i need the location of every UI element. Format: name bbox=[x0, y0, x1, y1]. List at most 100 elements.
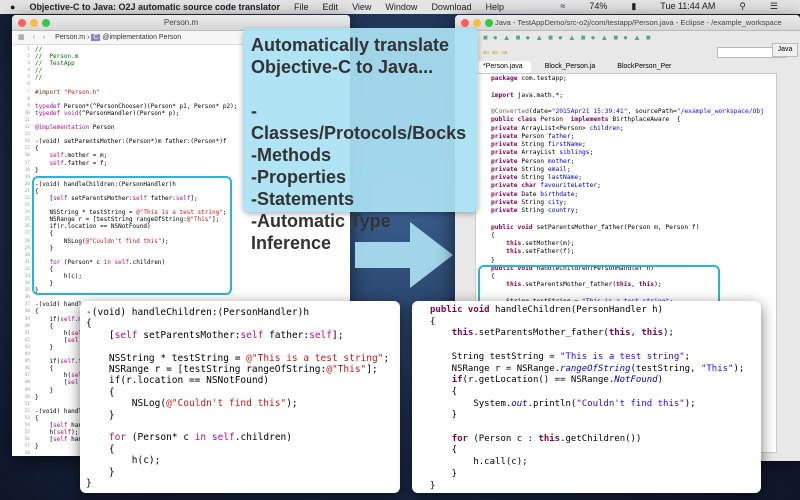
menu-file[interactable]: File bbox=[294, 2, 309, 12]
code-token: Person bbox=[517, 132, 548, 140]
code-line: { bbox=[35, 415, 237, 422]
code-token: handleChildren(PersonHandler h) bbox=[489, 305, 663, 315]
minimize-button[interactable] bbox=[473, 19, 481, 27]
notification-center-icon[interactable]: ☰ bbox=[769, 1, 778, 11]
zoom-button[interactable] bbox=[42, 19, 50, 27]
forward-icon[interactable]: › bbox=[42, 34, 46, 41]
code-token: ); bbox=[71, 429, 79, 437]
callout-line: -Methods bbox=[251, 145, 331, 165]
app-menu[interactable]: Objective-C to Java: O2J automatic sourc… bbox=[29, 2, 281, 12]
line-number-gutter: 1 2 3 4 5 6 7 8 9 10 11 12 13 14 15 16 1… bbox=[24, 47, 30, 456]
code-token: private bbox=[491, 149, 518, 157]
code-line: private String city; bbox=[491, 199, 764, 207]
code-line: h(sel bbox=[35, 372, 237, 379]
code-token: String bbox=[517, 165, 548, 173]
code-line bbox=[491, 100, 764, 108]
wifi-icon[interactable]: ≈ bbox=[560, 1, 566, 11]
zoom-button[interactable] bbox=[485, 19, 493, 27]
code-token: self bbox=[56, 429, 72, 437]
objc-source-editor[interactable]: //// Person.m// TestApp//// #import "Per… bbox=[35, 46, 237, 456]
code-token: [ bbox=[35, 421, 54, 429]
breadcrumb-class-icon: C bbox=[91, 34, 101, 41]
code-line: NSRange r = [testString rangeOfString:@"… bbox=[35, 216, 237, 223]
code-token: String bbox=[517, 174, 548, 181]
code-line: import java.math.*; bbox=[491, 92, 764, 100]
code-token: { bbox=[35, 308, 39, 316]
code-token: self bbox=[309, 329, 332, 341]
breadcrumb-symbol[interactable]: @implementation Person bbox=[102, 34, 182, 41]
code-token: "This is a test string" bbox=[560, 351, 685, 362]
code-line: { bbox=[35, 308, 237, 315]
code-token: @"This is a test string" bbox=[136, 209, 223, 217]
code-line: public void handleChildren(PersonHandler… bbox=[430, 305, 744, 317]
code-line: for (Person* c in self.children) bbox=[86, 432, 389, 443]
breadcrumb-file[interactable]: Person.m bbox=[55, 34, 86, 41]
grid-icon[interactable]: ▦ bbox=[18, 34, 25, 41]
code-token: ; bbox=[383, 352, 390, 364]
tab-person-java[interactable]: *Person.java bbox=[475, 61, 531, 73]
code-token: han bbox=[67, 436, 82, 444]
menu-window[interactable]: Window bbox=[385, 2, 418, 12]
close-button[interactable] bbox=[18, 19, 26, 27]
minimize-button[interactable] bbox=[30, 19, 38, 27]
code-token: h.call(c); bbox=[430, 457, 528, 468]
code-line: } bbox=[35, 443, 237, 450]
code-line: public class Person implements Birthplac… bbox=[491, 116, 764, 124]
code-token: mother bbox=[547, 157, 571, 165]
code-token: in bbox=[103, 258, 111, 266]
apple-menu-icon[interactable]: ● bbox=[10, 2, 16, 12]
code-token: ); bbox=[286, 398, 298, 410]
code-token: // TestApp bbox=[35, 60, 75, 68]
code-token: -(void) handleChildren:(PersonHandler)h bbox=[86, 307, 310, 318]
code-token: @"This is a test string" bbox=[246, 352, 384, 364]
code-token: .println( bbox=[527, 398, 577, 409]
window-title: Person.m bbox=[163, 18, 199, 27]
menu-help[interactable]: Help bbox=[485, 2, 504, 12]
tab-block-person[interactable]: Block_Person.ja bbox=[544, 63, 596, 70]
back-icon[interactable]: ‹ bbox=[32, 34, 35, 41]
code-line: } bbox=[86, 478, 389, 489]
code-token: , bbox=[631, 281, 639, 289]
menu-edit[interactable]: Edit bbox=[322, 2, 339, 12]
menu-download[interactable]: Download bbox=[431, 2, 472, 12]
code-token: ; bbox=[222, 209, 227, 217]
eclipse-toolbar[interactable]: ■●▲■●▲■●▲■●▲■●▲■ bbox=[483, 33, 656, 42]
clock[interactable]: Tue 11:44 AM bbox=[660, 1, 716, 11]
code-token bbox=[35, 160, 49, 167]
code-token: private bbox=[491, 141, 518, 148]
code-line: [sel bbox=[35, 379, 237, 386]
code-token: .children) bbox=[128, 258, 166, 266]
code-token: setParentsMother: bbox=[137, 329, 241, 341]
code-line: { bbox=[86, 444, 389, 455]
code-token: typedef bbox=[35, 102, 64, 110]
code-token: NSLog( bbox=[35, 237, 86, 245]
code-token bbox=[430, 375, 452, 385]
code-token: @Converted bbox=[491, 108, 529, 115]
battery-status[interactable]: 74% bbox=[589, 1, 608, 11]
code-token: { bbox=[35, 265, 54, 273]
code-token: ; bbox=[574, 207, 579, 214]
code-line: NSRange r = NSRange.rangeOfString(testSt… bbox=[430, 364, 745, 376]
code-token: com.testapp; bbox=[517, 75, 567, 82]
code-token: } bbox=[35, 244, 54, 252]
code-token: { bbox=[491, 231, 495, 239]
code-line bbox=[35, 131, 237, 138]
code-token: this bbox=[506, 281, 522, 289]
code-token: Person bbox=[536, 116, 571, 124]
code-line: @Converted(date="2015Apr21 15:39:41", so… bbox=[491, 108, 764, 116]
tab-blockperson-per[interactable]: BlockPerson_Per bbox=[617, 63, 672, 70]
code-token: (r.getLocation() == NSRange. bbox=[462, 375, 615, 386]
code-token: { bbox=[430, 386, 458, 397]
menu-view[interactable]: View bbox=[352, 2, 372, 12]
perspective-java-button[interactable]: Java bbox=[772, 43, 798, 57]
code-token: [ bbox=[35, 436, 54, 444]
code-token: { bbox=[35, 322, 54, 330]
code-token: h( bbox=[35, 372, 72, 380]
code-line: { bbox=[430, 445, 744, 457]
code-token: if( bbox=[35, 358, 61, 366]
code-token: } bbox=[86, 478, 92, 490]
search-icon[interactable]: ⚲ bbox=[739, 1, 746, 11]
code-token: , sourcePath= bbox=[627, 108, 677, 115]
close-button[interactable] bbox=[461, 19, 469, 27]
code-token: father: bbox=[263, 329, 310, 341]
